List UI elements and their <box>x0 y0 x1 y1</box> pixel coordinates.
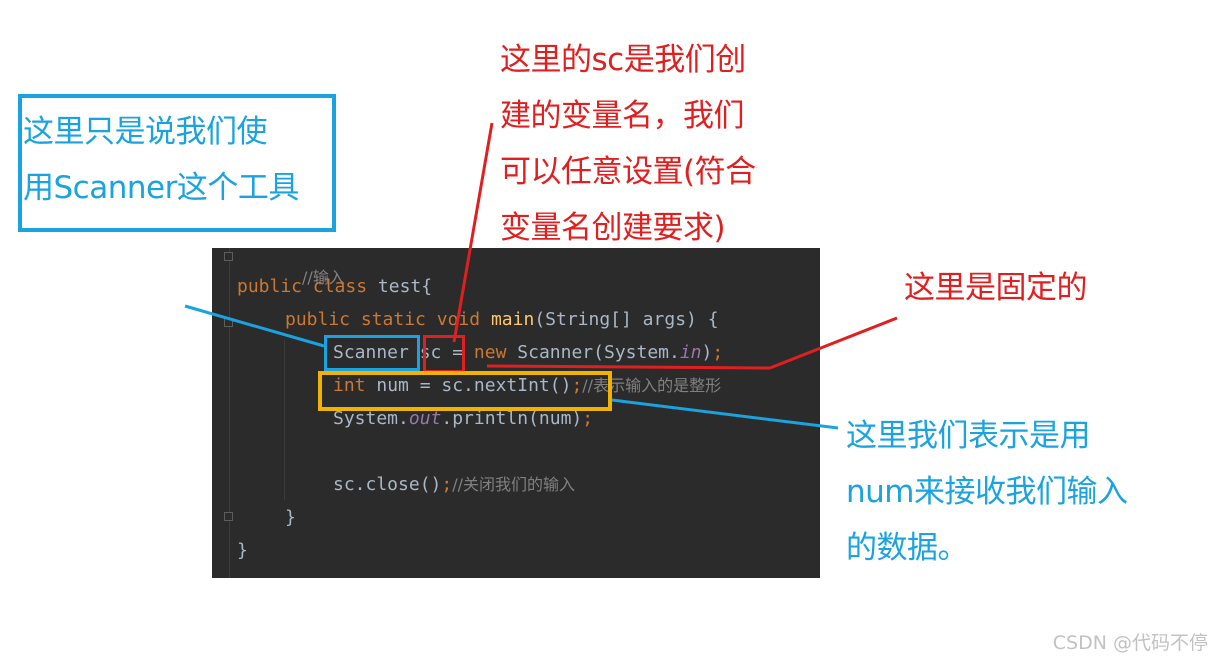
scanner-highlight-box <box>324 335 420 371</box>
code-line-println: System.out.println(num); <box>333 407 593 431</box>
keyword-new: new <box>473 342 507 363</box>
field-out: out <box>408 408 442 429</box>
class-name: test{ <box>377 276 433 297</box>
code-line-brace: } <box>285 506 296 530</box>
keyword-static: static <box>360 309 426 330</box>
fold-icon <box>224 252 233 261</box>
nextint-highlight-box <box>318 371 612 411</box>
scanner-note-box <box>18 94 336 232</box>
sc-note-text: 这里的sc是我们创 建的变量名，我们 可以任意设置(符合 变量名创建要求) <box>500 42 756 246</box>
code-comment: //输入 <box>302 268 345 287</box>
constructor-call: Scanner(System. <box>517 342 680 363</box>
println-call: .println(num) <box>441 408 583 429</box>
method-params: (String[] args) { <box>534 309 719 330</box>
closing-brace: } <box>237 540 248 561</box>
keyword-void: void <box>436 309 481 330</box>
code-line-class: public class test{ <box>237 275 432 299</box>
code-comment: //关闭我们的输入 <box>452 475 576 494</box>
keyword-public: public <box>237 276 303 297</box>
sc-highlight-box <box>423 335 465 373</box>
code-line-brace: } <box>237 539 248 563</box>
method-name: main <box>490 309 535 330</box>
indent-guide <box>284 340 285 500</box>
code-comment: //表示输入的是整形 <box>582 376 722 395</box>
type-scanner: Scanner <box>333 342 409 363</box>
closing-brace: } <box>285 507 296 528</box>
semicolon: ; <box>441 474 453 495</box>
keyword-int: int <box>333 375 366 396</box>
watermark: CSDN @代码不停 <box>1052 632 1208 654</box>
code-line-comment: //输入 <box>237 248 345 314</box>
keyword-public: public <box>285 309 351 330</box>
field-in: in <box>679 342 702 363</box>
fold-icon <box>224 318 233 327</box>
code-editor: //输入 public class test{ public static vo… <box>212 248 820 578</box>
gutter-divider <box>229 248 230 578</box>
num-note-text: 这里我们表示是用 num来接收我们输入 的数据。 <box>846 418 1128 566</box>
paren-close: ) <box>701 342 713 363</box>
nextint-expression: num = sc.nextInt() <box>376 375 572 396</box>
code-line-nextint: int num = sc.nextInt();//表示输入的是整形 <box>333 374 721 398</box>
semicolon: ; <box>582 408 594 429</box>
semicolon: ; <box>712 342 724 363</box>
scanner-note-text: 这里只是说我们使 用Scanner这个工具 <box>23 114 299 206</box>
keyword-class: class <box>312 276 368 297</box>
code-line-main: public static void main(String[] args) { <box>285 308 719 332</box>
fold-icon <box>224 512 233 521</box>
semicolon: ; <box>571 375 583 396</box>
operator-assign: = <box>452 342 464 363</box>
fixed-note-text: 这里是固定的 <box>904 270 1088 306</box>
system-class: System. <box>333 408 409 429</box>
code-line-close: sc.close();//关闭我们的输入 <box>333 473 575 497</box>
close-call: sc.close() <box>333 474 442 495</box>
